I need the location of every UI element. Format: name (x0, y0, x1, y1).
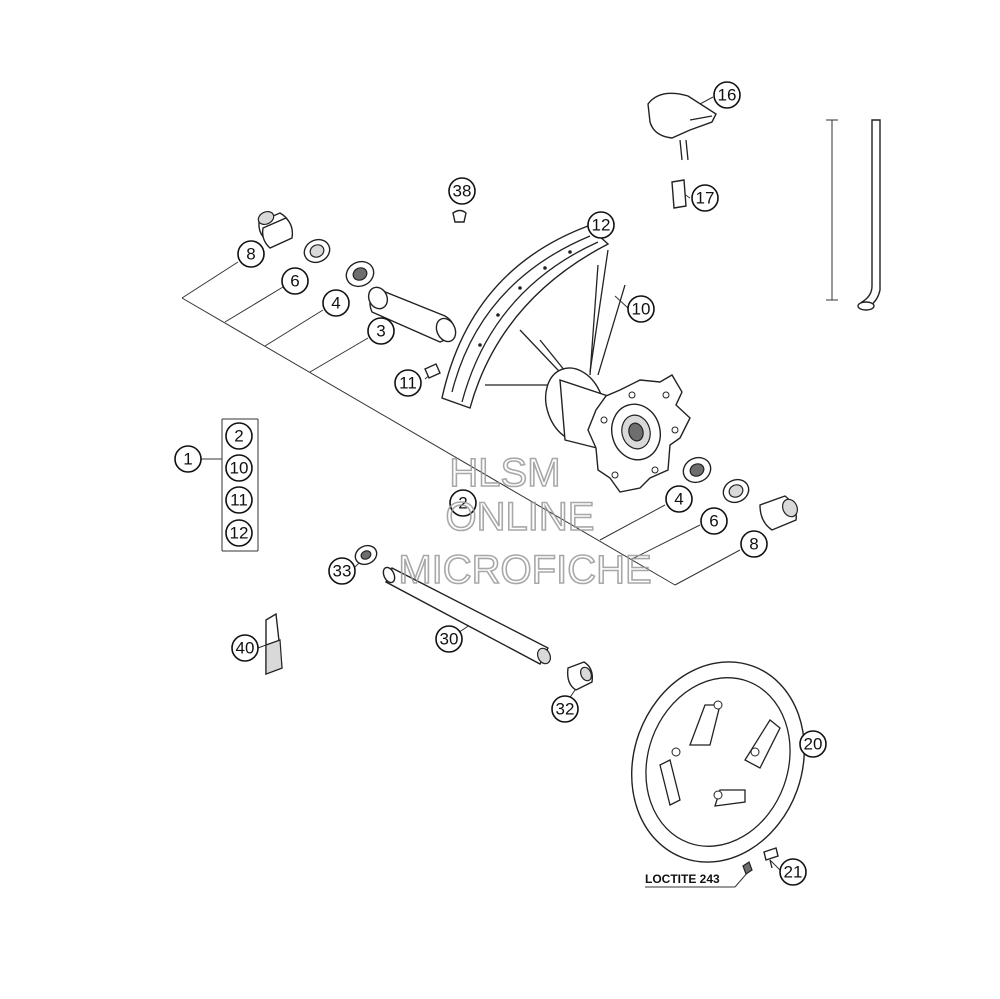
callout-2-list: 2 (225, 422, 253, 450)
svg-text:4: 4 (674, 490, 683, 509)
svg-text:40: 40 (236, 639, 255, 658)
callout-30: 30 (435, 625, 463, 653)
svg-text:33: 33 (333, 562, 352, 581)
callout-16: 16 (713, 81, 741, 109)
rim-lock (647, 92, 717, 161)
callout-21: 21 (779, 858, 807, 886)
wheel-hub (544, 367, 691, 493)
callout-6-top: 6 (281, 267, 309, 295)
svg-text:12: 12 (230, 524, 249, 543)
spacer-bushing-bottom (759, 495, 798, 531)
svg-text:6: 6 (290, 272, 299, 291)
svg-text:8: 8 (246, 245, 255, 264)
loctite-note: LOCTITE 243 (645, 872, 720, 886)
callout-10: 10 (627, 295, 655, 323)
svg-text:38: 38 (453, 182, 472, 201)
small-cap (452, 209, 467, 223)
callout-12: 12 (587, 211, 615, 239)
svg-text:32: 32 (556, 700, 575, 719)
spokes (485, 249, 626, 393)
callout-17: 17 (691, 184, 719, 212)
brake-disc (631, 661, 805, 863)
rim-lock-nut (671, 179, 687, 209)
callout-10-list: 10 (225, 454, 253, 482)
leader-lines (181, 96, 799, 888)
callout-33: 33 (328, 557, 356, 585)
watermark: HLSM ONLINE MICROFICHE (398, 450, 653, 593)
svg-text:6: 6 (709, 512, 718, 531)
callout-8-top: 8 (237, 240, 265, 268)
callout-20: 20 (799, 730, 827, 758)
svg-text:17: 17 (696, 189, 715, 208)
svg-text:ONLINE: ONLINE (446, 495, 595, 539)
bearing-bottom (682, 456, 712, 484)
callout-38: 38 (448, 177, 476, 205)
axle-nut-left (354, 544, 378, 566)
svg-text:16: 16 (718, 86, 737, 105)
wheel-rim (441, 225, 610, 409)
svg-text:10: 10 (632, 300, 651, 319)
shaft-seal-bottom (722, 478, 750, 504)
svg-text:30: 30 (440, 630, 459, 649)
wheel-axle (382, 566, 552, 665)
svg-text:3: 3 (376, 322, 385, 341)
callout-11-list: 11 (225, 486, 253, 514)
disc-bolt (742, 847, 779, 875)
spacer-tube (367, 286, 457, 343)
spacer-bushing-top (257, 210, 294, 249)
axle-nut-right (566, 661, 594, 691)
svg-text:11: 11 (230, 491, 248, 510)
svg-text:12: 12 (592, 216, 611, 235)
callout-11: 11 (394, 369, 422, 397)
svg-text:1: 1 (183, 450, 192, 469)
shaft-seal-top (303, 238, 331, 264)
callout-3: 3 (367, 317, 395, 345)
svg-text:2: 2 (458, 494, 467, 513)
callout-32: 32 (551, 695, 579, 723)
spoke-nipple (424, 363, 441, 379)
svg-text:2: 2 (234, 427, 243, 446)
callout-12-list: 12 (225, 519, 253, 547)
callout-1: 1 (174, 445, 202, 473)
callout-40: 40 (231, 634, 259, 662)
svg-text:4: 4 (331, 294, 340, 313)
callout-4-top: 4 (322, 289, 350, 317)
callout-8-bottom: 8 (740, 530, 768, 558)
svg-text:11: 11 (399, 374, 417, 393)
svg-text:MICROFICHE: MICROFICHE (398, 548, 651, 592)
grease-tube (265, 612, 283, 676)
callout-2: 2 (449, 489, 477, 517)
spoke-long (826, 119, 881, 311)
callout-4-bottom: 4 (665, 485, 693, 513)
svg-text:20: 20 (804, 735, 823, 754)
svg-text:21: 21 (784, 863, 803, 882)
svg-text:8: 8 (749, 535, 758, 554)
bearing-top (345, 260, 375, 288)
callout-6-bottom: 6 (700, 507, 728, 535)
svg-text:10: 10 (230, 459, 249, 478)
svg-text:HLSM: HLSM (449, 451, 560, 495)
